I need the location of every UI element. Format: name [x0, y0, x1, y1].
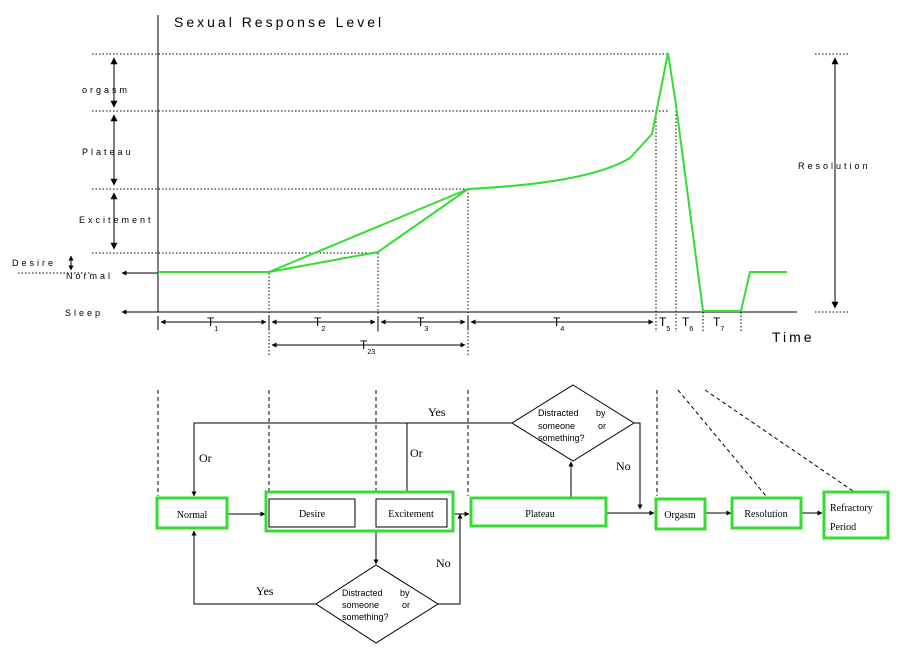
label-t1: T1 — [207, 315, 218, 333]
phase-dividers — [157, 389, 854, 497]
label-t2: T2 — [314, 315, 325, 333]
flow-label-orgasm: Orgasm — [664, 510, 696, 521]
level-span-arrows — [68, 57, 839, 315]
label-t7: T7 — [713, 315, 724, 333]
flow-box-desire — [268, 498, 356, 528]
curve-plateau — [467, 52, 787, 312]
label-t6: T6 — [682, 315, 693, 333]
label-plateau: Plateau — [82, 147, 134, 157]
response-curves — [158, 52, 787, 312]
decision-top-line3: something? — [538, 433, 585, 443]
flow-label-refractory-2: Period — [830, 522, 856, 533]
decision-bottom-line3: something? — [342, 612, 389, 622]
label-yes-bottom: Yes — [256, 584, 274, 598]
label-t5: T5 — [659, 315, 670, 333]
label-normal: Normal — [66, 271, 113, 281]
interval-labels: T1 T2 T3 T4 T5 T6 T7 T23 — [207, 315, 724, 356]
flow-box-normal — [155, 496, 229, 530]
flow-decision-top — [511, 384, 635, 462]
flow-box-refractory — [822, 490, 890, 540]
flow-label-normal: Normal — [177, 510, 208, 521]
label-sleep: Sleep — [65, 308, 103, 318]
label-orgasm: orgasm — [82, 85, 130, 95]
level-guides — [18, 53, 848, 313]
flow-decision-bottom — [315, 564, 439, 644]
label-no-top: No — [616, 459, 631, 473]
label-t4: T4 — [553, 315, 564, 333]
flow-label-refractory-1: Refractory — [830, 503, 873, 514]
label-time: Time — [772, 329, 815, 345]
flow-box-resolution — [730, 496, 803, 530]
label-resolution: Resolution — [798, 161, 871, 171]
flow-label-excitement: Excitement — [388, 509, 434, 520]
label-t23: T23 — [360, 338, 375, 356]
label-or-right: Or — [410, 446, 423, 460]
label-yes-top: Yes — [428, 405, 446, 419]
time-interval-arrows — [157, 316, 654, 348]
label-desire: Desire — [12, 258, 56, 268]
curve-via-desire — [268, 188, 469, 273]
label-excitement: Excitement — [79, 215, 154, 225]
chart-title: Sexual Response Level — [174, 14, 384, 30]
flow-label-resolution: Resolution — [744, 509, 787, 520]
response-chart: Sexual Response Level — [12, 14, 871, 356]
flow-label-plateau: Plateau — [525, 509, 554, 520]
flow-box-orgasm — [654, 497, 707, 531]
label-no-bottom: No — [436, 556, 451, 570]
label-or-left: Or — [199, 451, 212, 465]
flow-box-plateau — [469, 496, 608, 528]
curve-direct-excitement — [268, 188, 469, 273]
flow-label-desire: Desire — [299, 509, 326, 520]
flow-box-excitement — [375, 498, 448, 528]
flow-diagram: Normal Desire Excitement Plateau Orgasm … — [155, 384, 890, 644]
flow-connectors — [191, 422, 823, 605]
time-guides — [268, 111, 742, 355]
label-t3: T3 — [417, 315, 428, 333]
